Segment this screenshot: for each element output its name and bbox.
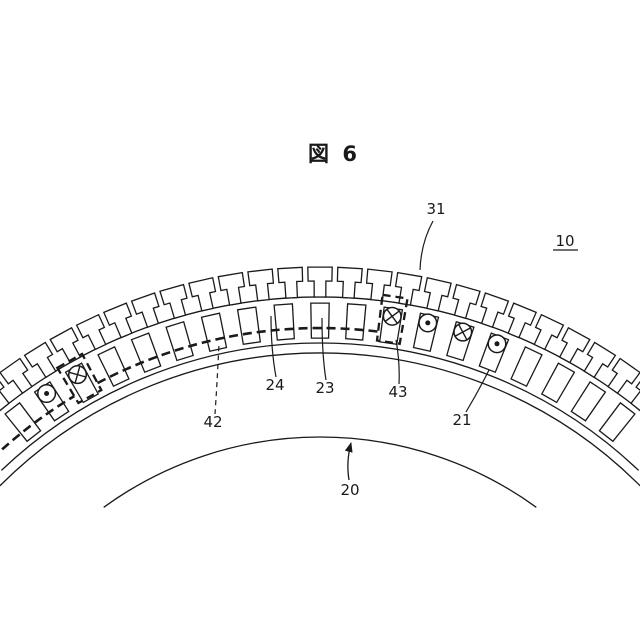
outer-tooth <box>336 266 363 299</box>
ref-label-31: 31 <box>426 200 445 218</box>
outer-tooth <box>102 302 133 339</box>
stator-slot <box>570 380 607 422</box>
outer-tooth <box>49 326 82 364</box>
outer-tooth <box>277 266 304 299</box>
rim-arc-inner <box>0 352 640 487</box>
ref-label-20: 20 <box>340 481 359 499</box>
arrow-20 <box>344 442 353 481</box>
outer-tooth <box>480 292 510 329</box>
stator-slot <box>236 306 262 346</box>
stator-slot <box>130 332 162 374</box>
inner-bore-arc <box>103 436 537 508</box>
outer-tooth <box>247 268 275 302</box>
ref-label-43: 43 <box>388 383 407 401</box>
stator-slot <box>540 362 576 404</box>
leader-43 <box>395 339 400 385</box>
stator-slot <box>598 401 636 443</box>
outer-tooth <box>558 326 591 364</box>
ref-label-23: 23 <box>315 379 334 397</box>
outer-tooth <box>307 266 333 298</box>
outer-tooth <box>423 277 452 312</box>
coil-end-box-left <box>55 352 103 405</box>
outer-tooth <box>452 283 481 320</box>
outer-tooth <box>130 292 160 329</box>
outer-tooth <box>630 380 640 412</box>
outer-tooth <box>188 277 217 312</box>
outer-tooth <box>217 271 246 306</box>
outer-tooth <box>583 341 617 379</box>
leader-24 <box>270 315 277 378</box>
figure-title: 図 6 <box>308 142 360 166</box>
outer-tooth <box>533 313 565 351</box>
coil-end-box-43 <box>375 293 409 346</box>
ref-label-10: 10 <box>555 232 574 250</box>
figure-drawing <box>0 220 640 508</box>
ref-label-24: 24 <box>265 376 284 394</box>
ref-label-42: 42 <box>203 413 222 431</box>
stator-slot <box>4 401 42 443</box>
stator-slot <box>165 320 194 362</box>
leader-21 <box>465 369 490 413</box>
stator-slot <box>510 346 543 388</box>
leader-23 <box>321 317 327 381</box>
outer-tooth <box>159 283 188 320</box>
ref-label-21: 21 <box>452 411 471 429</box>
coil-dashed-arc-left <box>1 394 75 451</box>
outer-tooth <box>75 313 107 351</box>
outer-tooth <box>0 357 33 395</box>
outer-tooth <box>507 302 538 339</box>
outer-tooth <box>0 380 10 412</box>
figure-labels: 図 6 31 10 24 23 43 42 21 20 <box>203 142 574 499</box>
stator-slot <box>273 303 295 341</box>
outer-tooth <box>607 357 640 395</box>
coil-dashed-arc <box>96 326 379 385</box>
stator-slot <box>97 346 130 388</box>
stator-slot <box>345 303 367 341</box>
outer-tooth <box>23 341 57 379</box>
outer-tooth <box>394 271 423 306</box>
stator-slot <box>310 302 330 339</box>
leader-31 <box>419 220 434 271</box>
rim-arc-outer <box>0 342 640 471</box>
stator-slot <box>200 312 228 352</box>
